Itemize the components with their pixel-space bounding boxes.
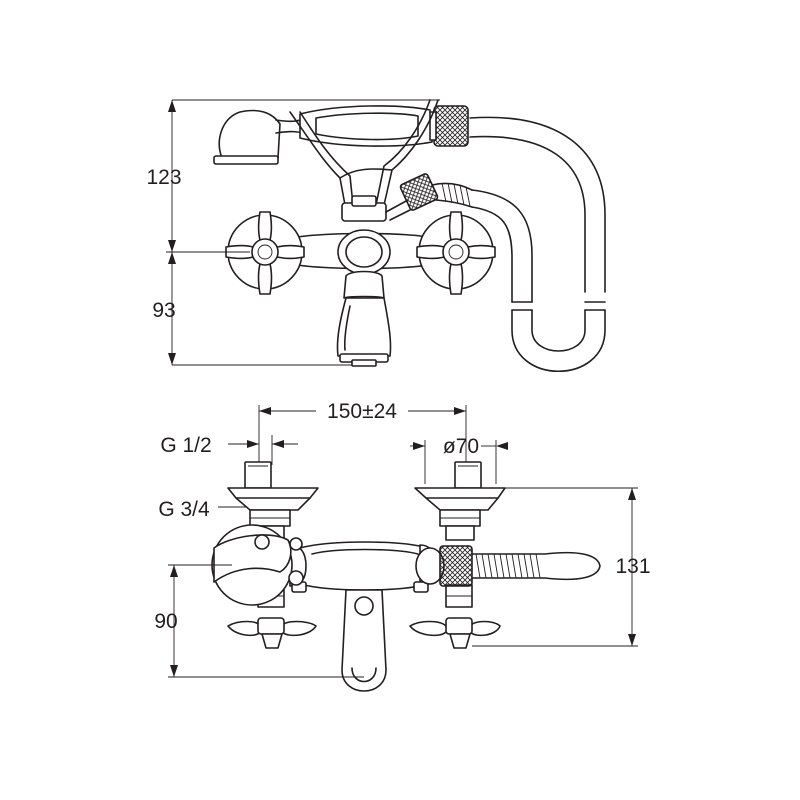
- dim-label-93: 93: [152, 299, 175, 322]
- spout-height-dimension: 90: [154, 564, 364, 678]
- body-top: [289, 541, 437, 593]
- cross-handle-right-top: [409, 617, 501, 649]
- right-eccentric: [414, 461, 506, 608]
- hose-connector-top: [415, 545, 601, 587]
- depth-dimension: 131: [472, 487, 651, 647]
- knurled-connector-icon: [439, 545, 473, 587]
- mixer-body: [291, 229, 433, 367]
- dim-label-diameter: ø70: [443, 435, 479, 458]
- connector-nut-icon: [399, 173, 439, 211]
- front-view: 123 93: [146, 99, 606, 372]
- hose-connector: [385, 173, 473, 221]
- shower-hose: [469, 116, 606, 372]
- dim-label-g34: G 3/4: [158, 498, 210, 521]
- top-view: 150±24 G 1/2 ø70 G 3/4: [154, 400, 651, 692]
- dim-label-centers: 150±24: [327, 400, 397, 423]
- right-cross-handle: [416, 211, 496, 295]
- hand-shower: [213, 105, 469, 165]
- dim-label-g12: G 1/2: [160, 434, 211, 457]
- spout-top: [341, 589, 387, 692]
- left-cross-handle: [225, 211, 305, 295]
- left-handle-top: [211, 524, 304, 606]
- dim-label-131: 131: [615, 555, 650, 578]
- cross-handle-left-top: [227, 617, 317, 649]
- dim-label-123: 123: [146, 166, 181, 189]
- shower-holder: [289, 99, 439, 222]
- dim-label-90: 90: [154, 610, 177, 633]
- side-height-dimensions: 123 93: [146, 99, 440, 366]
- knurled-nut-icon: [433, 105, 469, 147]
